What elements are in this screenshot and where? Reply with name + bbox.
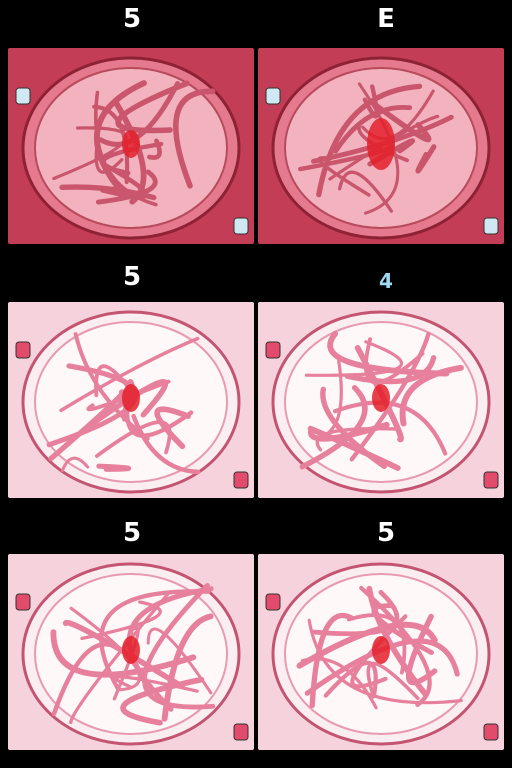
vessel-line [92, 104, 130, 185]
vessel-line [359, 585, 432, 707]
center-lesion [122, 384, 140, 412]
vessel-line [354, 345, 404, 443]
vessel-line [327, 330, 450, 377]
vessel-line [126, 586, 214, 712]
panel-label-4: 4 [379, 269, 393, 293]
vessel-line [299, 385, 368, 470]
vessel-line [59, 336, 200, 413]
corner-marker-icon [265, 593, 281, 611]
vessel-line [344, 355, 437, 385]
vessel-line [114, 675, 199, 693]
vessel-line [48, 389, 126, 462]
center-lesion [372, 636, 390, 664]
vessel-line [99, 589, 211, 691]
organ-illustration [8, 554, 254, 750]
vessel-line [131, 413, 201, 475]
vessel-line [95, 169, 158, 205]
vessel-line [96, 463, 132, 472]
corner-marker-icon [15, 593, 31, 611]
vessel-line [50, 629, 197, 678]
panel-label-6: 5 [376, 518, 396, 548]
organ-illustration [258, 554, 504, 750]
panel-label-2: E [377, 4, 395, 34]
vessel-line [69, 590, 172, 725]
vessel-line [323, 661, 378, 698]
panel-5 [8, 554, 254, 750]
organ-illustration [258, 48, 504, 244]
vessel-line [307, 425, 401, 471]
center-lesion [367, 118, 395, 170]
corner-marker-icon [233, 723, 249, 741]
vessel-line [94, 364, 134, 398]
vessel-line [59, 184, 157, 201]
center-lesion [372, 384, 390, 412]
vessel-line [405, 613, 438, 686]
vessel-line [173, 88, 216, 189]
panel-2 [258, 48, 504, 244]
organ-illustration [8, 48, 254, 244]
corner-marker-icon [233, 471, 249, 489]
vessel-line [100, 141, 164, 176]
vessel-line [113, 99, 147, 205]
vessel-line [349, 332, 431, 462]
vessel-line [311, 589, 400, 637]
organ-illustration [8, 302, 254, 498]
vessel-line [399, 364, 464, 427]
corner-marker-icon [483, 217, 499, 235]
vessel-line [87, 379, 169, 428]
vessel-line [346, 613, 407, 675]
vessel-line [307, 618, 463, 705]
corner-marker-icon [483, 471, 499, 489]
panel-label-3: 5 [122, 262, 142, 292]
panel-3 [8, 302, 254, 498]
panel-1 [8, 48, 254, 244]
corner-marker-icon [483, 723, 499, 741]
vessel-line [309, 612, 354, 709]
vessel-line [366, 661, 420, 700]
panel-4 [258, 302, 504, 498]
vessel-line [94, 80, 147, 198]
vessel-line [317, 156, 371, 197]
corner-marker-icon [265, 87, 281, 105]
panel-6 [258, 554, 504, 750]
center-lesion [122, 636, 140, 664]
corner-marker-icon [15, 87, 31, 105]
corner-marker-icon [265, 341, 281, 359]
vessel-line [332, 400, 448, 456]
vessel-line [316, 83, 423, 198]
vessel-line [147, 138, 162, 160]
vessel-line [60, 456, 90, 472]
panel-label-1: 5 [122, 4, 142, 34]
vessel-line [337, 170, 394, 213]
vessel-line [161, 613, 214, 722]
vessel-line [80, 600, 162, 641]
organ-illustration [258, 302, 504, 498]
corner-marker-icon [15, 341, 31, 359]
vessel-line [415, 144, 437, 174]
vessel-line [154, 406, 191, 450]
panel-label-5: 5 [122, 518, 142, 548]
center-lesion [122, 130, 140, 158]
corner-marker-icon [233, 217, 249, 235]
vessel-line [307, 421, 390, 442]
